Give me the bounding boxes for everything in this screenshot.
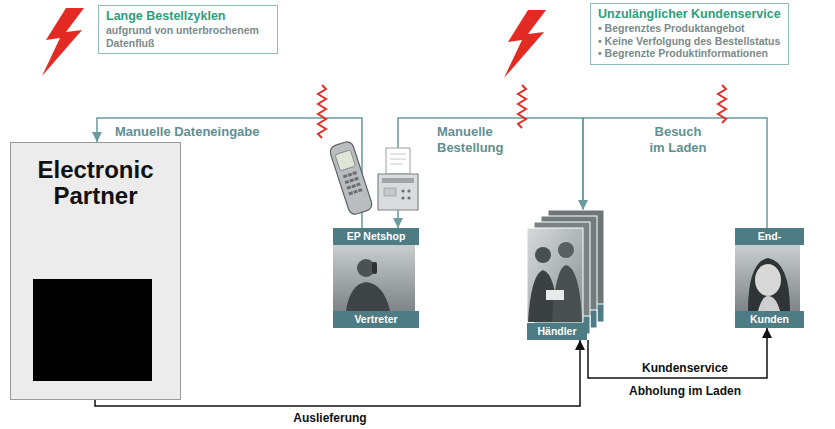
- connector-label-holder: Besuch im Laden: [646, 124, 710, 156]
- callout-text: • Keine Verfolgung des Bestellstatus: [598, 35, 781, 48]
- text-label-holder: Abholung im Laden: [600, 384, 770, 399]
- connector-label: Auslieferung: [270, 411, 390, 426]
- actor-card: EP NetshopVertreter: [333, 228, 419, 328]
- person-photo: [735, 245, 800, 311]
- card-label: Vertreter: [333, 311, 419, 328]
- connector-label: Kundenservice: [615, 361, 755, 376]
- connector-group: [95, 118, 767, 406]
- lightning-bolt: [504, 10, 546, 78]
- fax-icon: [378, 148, 418, 210]
- connector-label-holder: Manuelle Bestellung: [437, 124, 517, 156]
- label-band: Kunden: [735, 311, 804, 328]
- label-band: Händler: [527, 323, 587, 340]
- break-zigzag: [518, 85, 526, 128]
- callout-heading: Lange Bestellzyklen: [106, 9, 270, 24]
- connector-label-holder: Auslieferung: [270, 411, 390, 426]
- person-photo: [333, 245, 415, 311]
- flow-connector: [583, 118, 767, 228]
- callout-text: • Begrenzte Produktinformationen: [598, 47, 781, 60]
- card-label: Händler: [527, 323, 587, 340]
- connector-label-holder: Manuelle Dateneingabe: [115, 124, 290, 140]
- callout-text: aufgrund von unterbrochenem Datenfluß: [106, 24, 270, 49]
- company-box: Electronic Partner: [10, 142, 181, 400]
- break-zigzag: [718, 85, 726, 123]
- label-band: EP Netshop: [333, 228, 419, 245]
- card-stack: [527, 210, 604, 334]
- connector-label: Manuelle Bestellung: [437, 124, 517, 156]
- problem-callout: Lange Bestellzyklenaufgrund von unterbro…: [98, 5, 278, 54]
- callout-text: • Begrenztes Produktangebot: [598, 22, 781, 35]
- actor-card-stack: Händler: [527, 210, 605, 340]
- callout-heading: Unzulänglicher Kundenservice: [598, 7, 781, 22]
- phone-icon: [328, 140, 373, 216]
- flow-connector: [588, 328, 767, 378]
- label-band: Vertreter: [333, 311, 419, 328]
- connector-label: Besuch im Laden: [646, 124, 710, 156]
- connector-label-holder: Kundenservice: [615, 361, 755, 376]
- break-zigzag: [318, 85, 326, 138]
- lightning-bolt: [42, 8, 84, 76]
- card-label: End-: [735, 228, 804, 245]
- box-title: Electronic Partner: [17, 157, 174, 209]
- screen-panel: [33, 279, 152, 381]
- card-label: Kunden: [735, 311, 804, 328]
- actor-card: End- Kunden: [735, 228, 804, 328]
- connector-label: Manuelle Dateneingabe: [115, 124, 290, 140]
- text-label: Abholung im Laden: [600, 384, 770, 399]
- card-label: EP Netshop: [333, 228, 419, 245]
- problem-callout: Unzulänglicher Kundenservice• Begrenztes…: [590, 3, 789, 65]
- label-band: End-: [735, 228, 804, 245]
